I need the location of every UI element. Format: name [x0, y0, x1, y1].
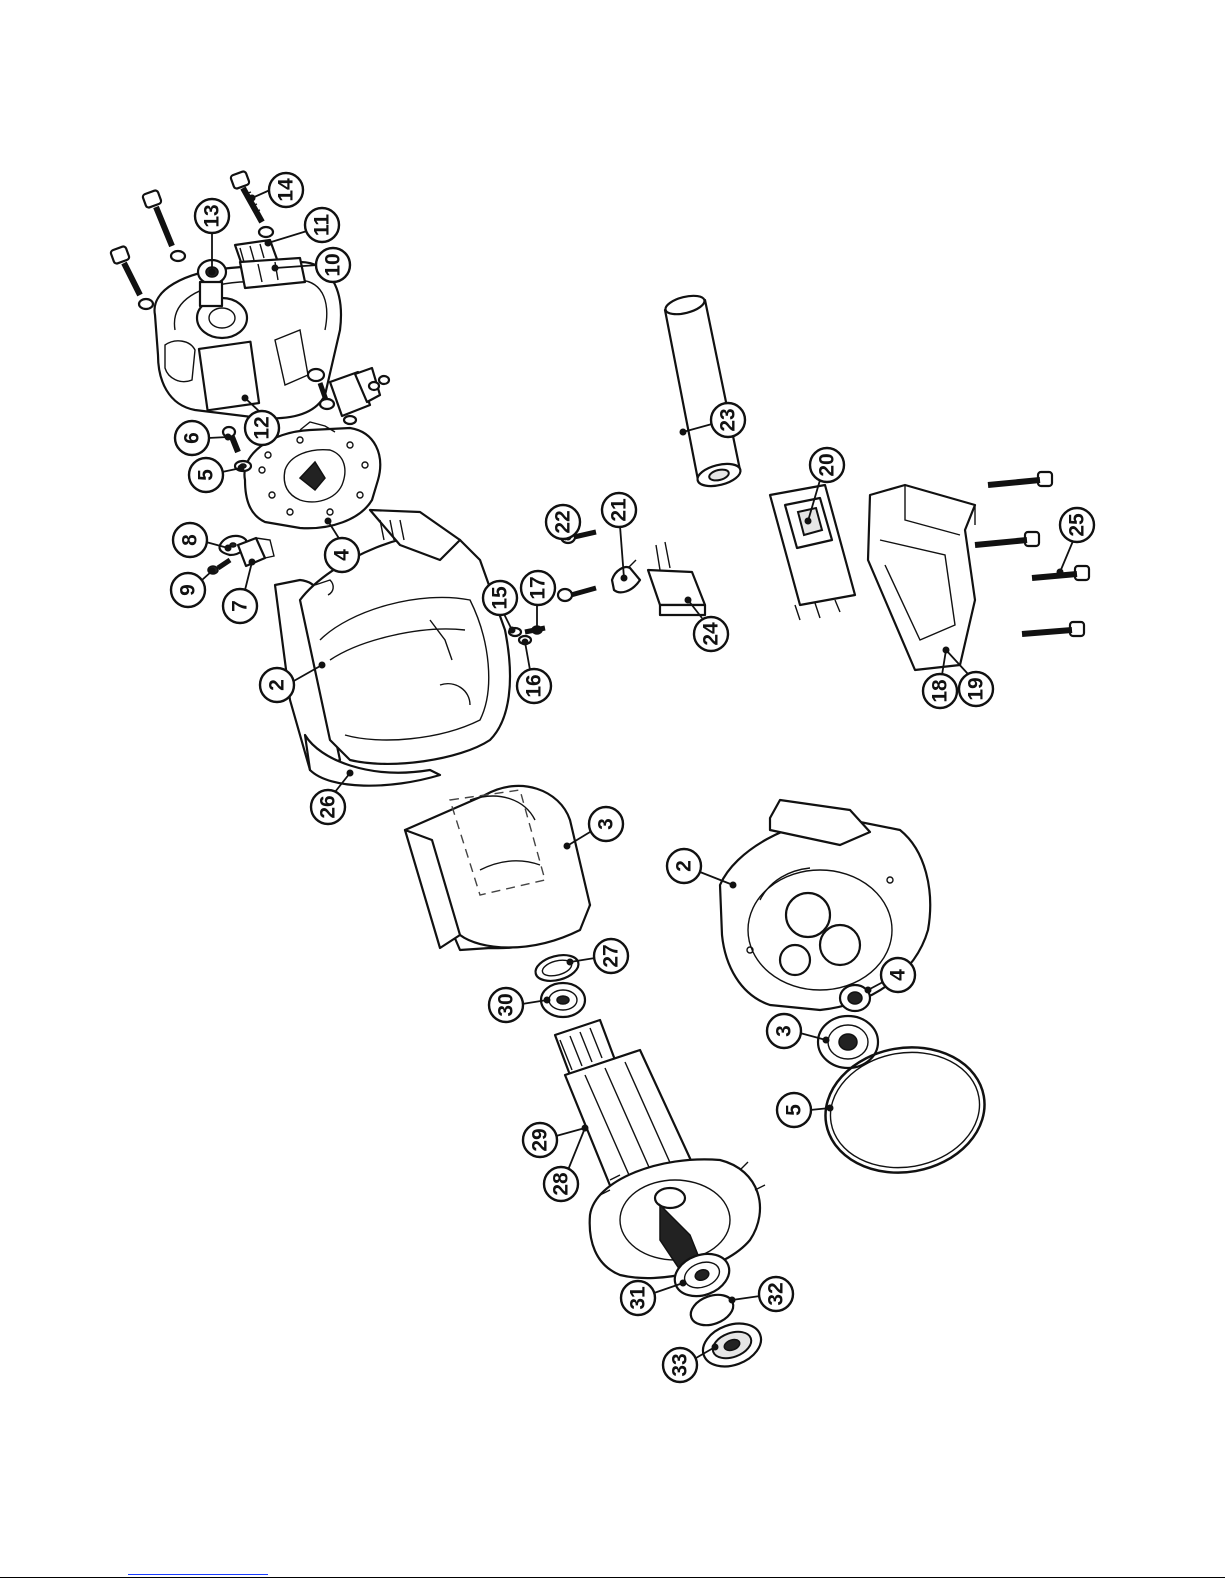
cap-screw	[142, 190, 185, 261]
svg-text:26: 26	[317, 795, 340, 818]
svg-text:5: 5	[195, 469, 218, 481]
callout-11: 11	[265, 208, 340, 247]
motor-housing-2	[275, 510, 510, 770]
callout-31: 31	[621, 1280, 687, 1316]
svg-text:21: 21	[608, 498, 631, 522]
svg-text:24: 24	[700, 622, 723, 646]
capacitor-24	[648, 542, 705, 615]
callout-14: 14	[249, 173, 304, 207]
svg-text:2: 2	[673, 860, 696, 872]
callout-6: 6	[175, 421, 232, 455]
svg-text:18: 18	[929, 679, 952, 703]
svg-text:23: 23	[717, 408, 740, 431]
callout-22: 22	[546, 505, 580, 541]
callout-9: 9	[171, 568, 216, 608]
callout-29: 29	[523, 1123, 589, 1157]
svg-text:17: 17	[527, 576, 550, 599]
brush-holder-10	[240, 258, 305, 288]
svg-text:29: 29	[529, 1128, 552, 1151]
svg-text:20: 20	[816, 453, 839, 476]
svg-text:16: 16	[523, 674, 546, 697]
screw-25	[975, 472, 1089, 636]
svg-text:14: 14	[275, 178, 298, 202]
field-coil-3	[405, 786, 590, 950]
svg-text:4: 4	[887, 969, 910, 981]
footer-link-underline	[128, 1574, 268, 1575]
svg-text:4: 4	[331, 549, 354, 561]
svg-text:25: 25	[1066, 513, 1089, 537]
brush-7	[238, 538, 274, 566]
svg-text:27: 27	[600, 944, 623, 967]
svg-text:3: 3	[773, 1025, 796, 1037]
sleeve-23	[664, 292, 743, 490]
svg-text:9: 9	[177, 584, 200, 596]
svg-text:6: 6	[181, 432, 204, 444]
callout-7: 7	[223, 559, 257, 624]
callout-16: 16	[517, 639, 551, 704]
svg-text:12: 12	[251, 416, 274, 439]
ring-27	[533, 951, 582, 986]
callout-2b: 2	[667, 849, 737, 889]
svg-text:33: 33	[669, 1353, 692, 1376]
svg-text:22: 22	[552, 510, 575, 533]
callout-25: 25	[1057, 508, 1095, 576]
callout-24: 24	[685, 597, 729, 652]
svg-text:2: 2	[266, 679, 289, 691]
svg-text:7: 7	[229, 600, 252, 612]
svg-text:11: 11	[311, 214, 334, 237]
callout-32: 32	[729, 1277, 794, 1311]
svg-text:31: 31	[627, 1286, 650, 1310]
svg-text:28: 28	[550, 1172, 573, 1196]
armature-28	[555, 1020, 765, 1278]
svg-text:3: 3	[595, 818, 618, 830]
svg-text:32: 32	[765, 1282, 788, 1305]
cap-screw-14	[230, 171, 273, 237]
svg-text:10: 10	[322, 253, 345, 276]
footer-rule	[0, 1577, 1225, 1578]
svg-text:5: 5	[783, 1104, 806, 1116]
switch-box-18	[868, 485, 975, 670]
svg-text:8: 8	[179, 534, 202, 546]
cap-screw	[110, 246, 153, 309]
svg-text:13: 13	[201, 204, 224, 227]
screw-22	[558, 531, 596, 601]
svg-text:19: 19	[965, 677, 988, 700]
callout-17: 17	[521, 571, 555, 634]
svg-text:15: 15	[489, 586, 512, 610]
svg-text:30: 30	[495, 993, 518, 1016]
screw-6	[223, 427, 238, 452]
